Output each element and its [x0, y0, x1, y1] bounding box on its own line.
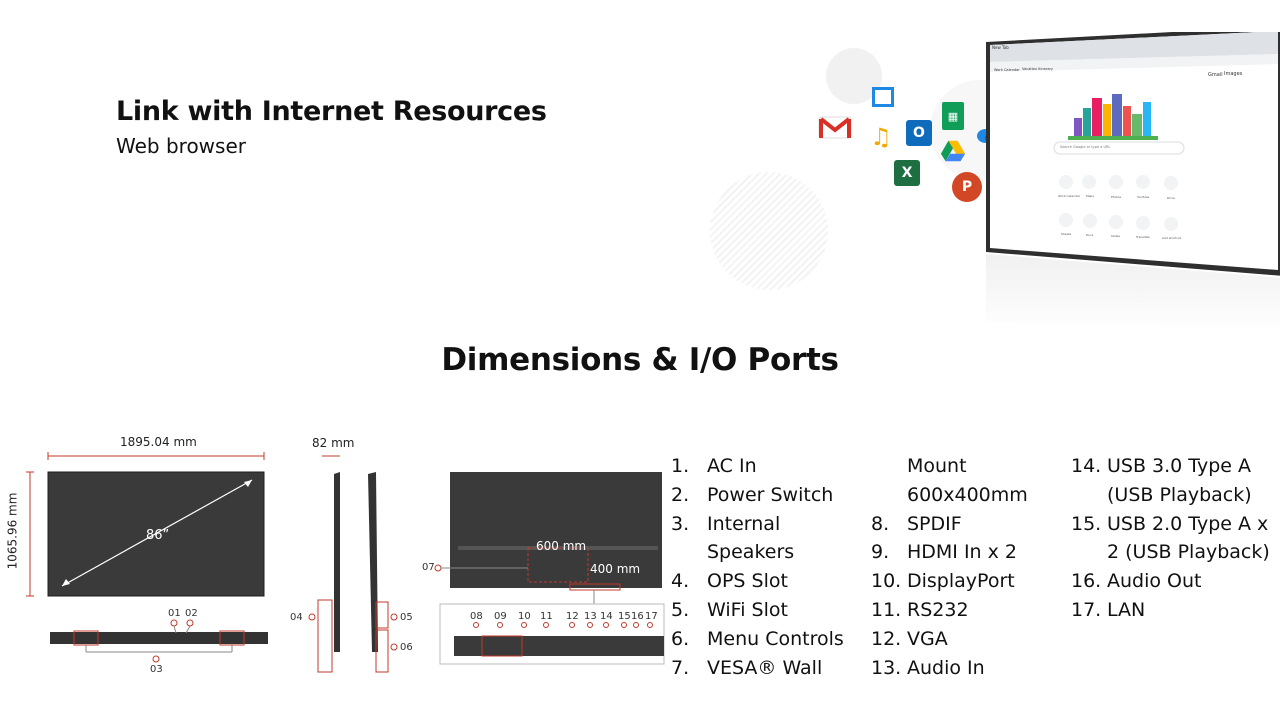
port-item: Mount — [907, 455, 967, 477]
video-icon — [870, 84, 896, 110]
callout-04: 04 — [290, 612, 303, 623]
callout-06: 06 — [400, 642, 413, 653]
port-item: 4.OPS Slot — [671, 570, 788, 593]
port-item: 1.AC In — [671, 455, 757, 477]
shortcut-label[interactable]: Sheets — [1061, 232, 1072, 236]
port-item: 11.RS232 — [871, 598, 969, 621]
slide-subtitle: Web browser — [116, 134, 246, 158]
images-link[interactable]: Images — [1224, 71, 1243, 77]
rear-view-diagram — [434, 472, 665, 665]
shortcut-label[interactable]: Work Calendar — [1058, 194, 1081, 198]
callout-01: 01 — [168, 608, 181, 619]
port-item: 8.SPDIF — [871, 512, 962, 535]
port-item: 15.USB 2.0 Type A x — [1071, 512, 1269, 535]
port-item: 16.Audio Out — [1071, 570, 1202, 593]
search-input[interactable]: Search Google or type a URL — [1060, 145, 1111, 149]
sheets-icon: ▦ — [942, 102, 964, 130]
port-item: 6.Menu Controls — [671, 627, 844, 650]
port-item: 2.Power Switch — [671, 483, 834, 506]
excel-icon: X — [894, 160, 920, 186]
width-dimension: 1895.04 mm — [120, 435, 197, 449]
music-icon: ♫ — [870, 123, 892, 151]
vesa-vertical: 400 mm — [590, 562, 641, 576]
ports-list-col2: Mount 600x400mm 8.SPDIF 9.HDMI In x 2 10… — [871, 452, 1028, 682]
callout-10: 10 — [518, 611, 531, 622]
port-item: 10.DisplayPort — [871, 570, 1015, 593]
port-item: 5.WiFi Slot — [671, 598, 788, 621]
port-item: 12.VGA — [871, 627, 948, 650]
shortcut-label[interactable]: Docs — [1086, 233, 1094, 237]
port-item: Speakers — [707, 541, 795, 564]
ports-list-col3: 14.USB 3.0 Type A (USB Playback) 15.USB … — [1071, 452, 1270, 625]
port-item: 13.Audio In — [871, 656, 985, 679]
decor-circle — [710, 172, 828, 290]
callout-05: 05 — [400, 612, 413, 623]
callout-16: 16 — [631, 611, 644, 622]
port-item: 14.USB 3.0 Type A — [1071, 455, 1251, 477]
gmail-icon — [818, 114, 852, 140]
port-item: 3.Internal — [671, 512, 781, 535]
gmail-link[interactable]: Gmail — [1208, 72, 1223, 78]
callout-12: 12 — [566, 611, 579, 622]
height-dimension: 1065.96 mm — [5, 492, 20, 570]
browser-tab[interactable]: New Tab — [992, 45, 1009, 50]
port-item: 17.LAN — [1071, 598, 1146, 621]
port-item: 9.HDMI In x 2 — [871, 541, 1018, 564]
callout-11: 11 — [540, 611, 553, 622]
port-item: 2 (USB Playback) — [1107, 541, 1270, 564]
ports-list-col1: 1.AC In 2.Power Switch 3.Internal Speake… — [671, 452, 844, 682]
callout-13: 13 — [584, 611, 597, 622]
callout-07: 07 — [422, 562, 435, 573]
outlook-icon: O — [906, 120, 932, 146]
port-item: 7.VESA® Wall — [671, 656, 823, 679]
callout-17: 17 — [645, 611, 658, 622]
callout-14: 14 — [600, 611, 613, 622]
shortcut-label[interactable]: Slides — [1111, 234, 1120, 238]
front-view-diagram — [26, 452, 398, 673]
callout-03: 03 — [150, 664, 163, 675]
callout-02: 02 — [185, 608, 198, 619]
callout-08: 08 — [470, 611, 483, 622]
shortcut-label[interactable]: Add shortcut — [1162, 236, 1182, 240]
bookmark-item[interactable]: Vacation Itinerary — [1022, 67, 1053, 71]
shortcut-label[interactable]: Translate — [1136, 235, 1150, 239]
section-title: Dimensions & I/O Ports — [441, 342, 839, 378]
vesa-horizontal: 600 mm — [536, 539, 587, 553]
port-item: (USB Playback) — [1107, 483, 1252, 506]
shortcut-label[interactable]: Maps — [1086, 194, 1094, 198]
shortcut-label[interactable]: YouTube — [1137, 195, 1150, 199]
diagonal-label: 86” — [146, 528, 170, 543]
shortcut-label[interactable]: Drive — [1167, 196, 1175, 200]
drive-icon — [940, 138, 966, 164]
browser-window: New Tab Work Calendar Vacation Itinerary… — [986, 26, 1280, 332]
callout-09: 09 — [494, 611, 507, 622]
slide-title: Link with Internet Resources — [116, 96, 547, 127]
bookmark-item[interactable]: Work Calendar — [994, 68, 1020, 72]
port-item: 600x400mm — [907, 483, 1028, 506]
callout-15: 15 — [618, 611, 631, 622]
depth-dimension: 82 mm — [312, 436, 355, 450]
powerpoint-icon: P — [952, 172, 982, 202]
shortcut-label[interactable]: Photos — [1111, 195, 1122, 199]
